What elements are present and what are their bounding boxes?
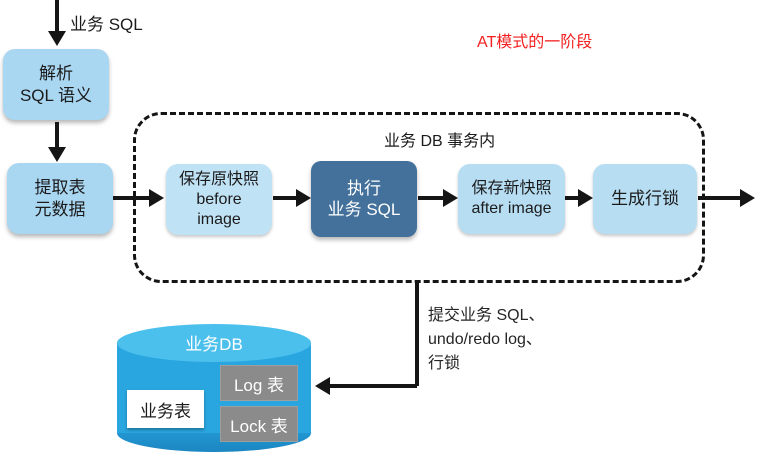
node-before-image-line3: image bbox=[197, 210, 241, 228]
node-before-image-line2: before bbox=[196, 190, 242, 208]
node-execute-sql: 执行 业务 SQL bbox=[311, 161, 417, 237]
cylinder-top bbox=[117, 324, 311, 362]
node-after-image-line1: 保存新快照 bbox=[471, 180, 552, 197]
business-db-name: 业务DB bbox=[185, 335, 243, 354]
business-db-cylinder: 业务DB 业务表 Log 表 Lock 表 bbox=[117, 324, 311, 452]
arrow-execute-after-head-icon bbox=[443, 189, 458, 207]
node-extract-metadata-line2: 元数据 bbox=[34, 199, 86, 219]
arrow-extract-before-line bbox=[113, 196, 150, 200]
arrow-execute-after-line bbox=[418, 196, 444, 200]
node-before-image-line1: 保存原快照 bbox=[178, 170, 259, 188]
connector-head-icon bbox=[315, 377, 330, 395]
business-table-chip: 业务表 bbox=[127, 390, 204, 428]
commit-note: 提交业务 SQL、 undo/redo log、 行锁 bbox=[428, 304, 544, 376]
node-parse-sql-line1: 解析 bbox=[39, 64, 73, 84]
commit-note-line2: undo/redo log、 bbox=[428, 331, 542, 348]
commit-note-line3: 行锁 bbox=[428, 355, 461, 372]
log-table-label: Log 表 bbox=[233, 375, 285, 395]
node-generate-rowlock: 生成行锁 bbox=[593, 164, 697, 234]
commit-note-line1: 提交业务 SQL、 bbox=[428, 307, 545, 324]
arrow-input-line bbox=[55, 0, 59, 33]
node-parse-sql-line2: SQL 语义 bbox=[19, 85, 93, 105]
node-extract-metadata: 提取表 元数据 bbox=[7, 163, 113, 234]
lock-table-chip: Lock 表 bbox=[220, 406, 298, 442]
node-execute-sql-line1: 执行 bbox=[347, 178, 381, 198]
log-table-chip: Log 表 bbox=[220, 365, 298, 401]
arrow-exit-line bbox=[698, 196, 741, 200]
arrow-parse-extract-line bbox=[55, 122, 59, 149]
arrow-after-rowlock-head-icon bbox=[578, 189, 593, 207]
lock-table-label: Lock 表 bbox=[230, 416, 288, 436]
node-before-image: 保存原快照 before image bbox=[166, 164, 272, 235]
arrow-exit-head-icon bbox=[740, 189, 755, 207]
arrow-before-execute-line bbox=[273, 196, 298, 200]
node-parse-sql: 解析 SQL 语义 bbox=[3, 49, 109, 120]
arrow-after-rowlock-line bbox=[565, 196, 580, 200]
arrow-parse-extract-head-icon bbox=[48, 147, 66, 162]
arrow-extract-before-head-icon bbox=[149, 189, 164, 207]
node-after-image: 保存新快照 after image bbox=[458, 164, 565, 234]
arrow-before-execute-head-icon bbox=[296, 189, 311, 207]
phase-annotation: AT模式的一阶段 bbox=[477, 34, 593, 51]
transaction-group-title: 业务 DB 事务内 bbox=[384, 133, 496, 150]
business-table-label: 业务表 bbox=[140, 401, 191, 421]
node-after-image-line2: after image bbox=[471, 200, 552, 217]
connector-horizontal-line bbox=[329, 384, 417, 388]
node-extract-metadata-line1: 提取表 bbox=[34, 178, 86, 198]
input-sql-label: 业务 SQL bbox=[70, 15, 143, 34]
node-execute-sql-line2: 业务 SQL bbox=[327, 200, 401, 219]
connector-vertical-line bbox=[415, 283, 419, 386]
node-generate-rowlock-label: 生成行锁 bbox=[611, 189, 679, 209]
arrow-input-head-icon bbox=[48, 31, 66, 46]
